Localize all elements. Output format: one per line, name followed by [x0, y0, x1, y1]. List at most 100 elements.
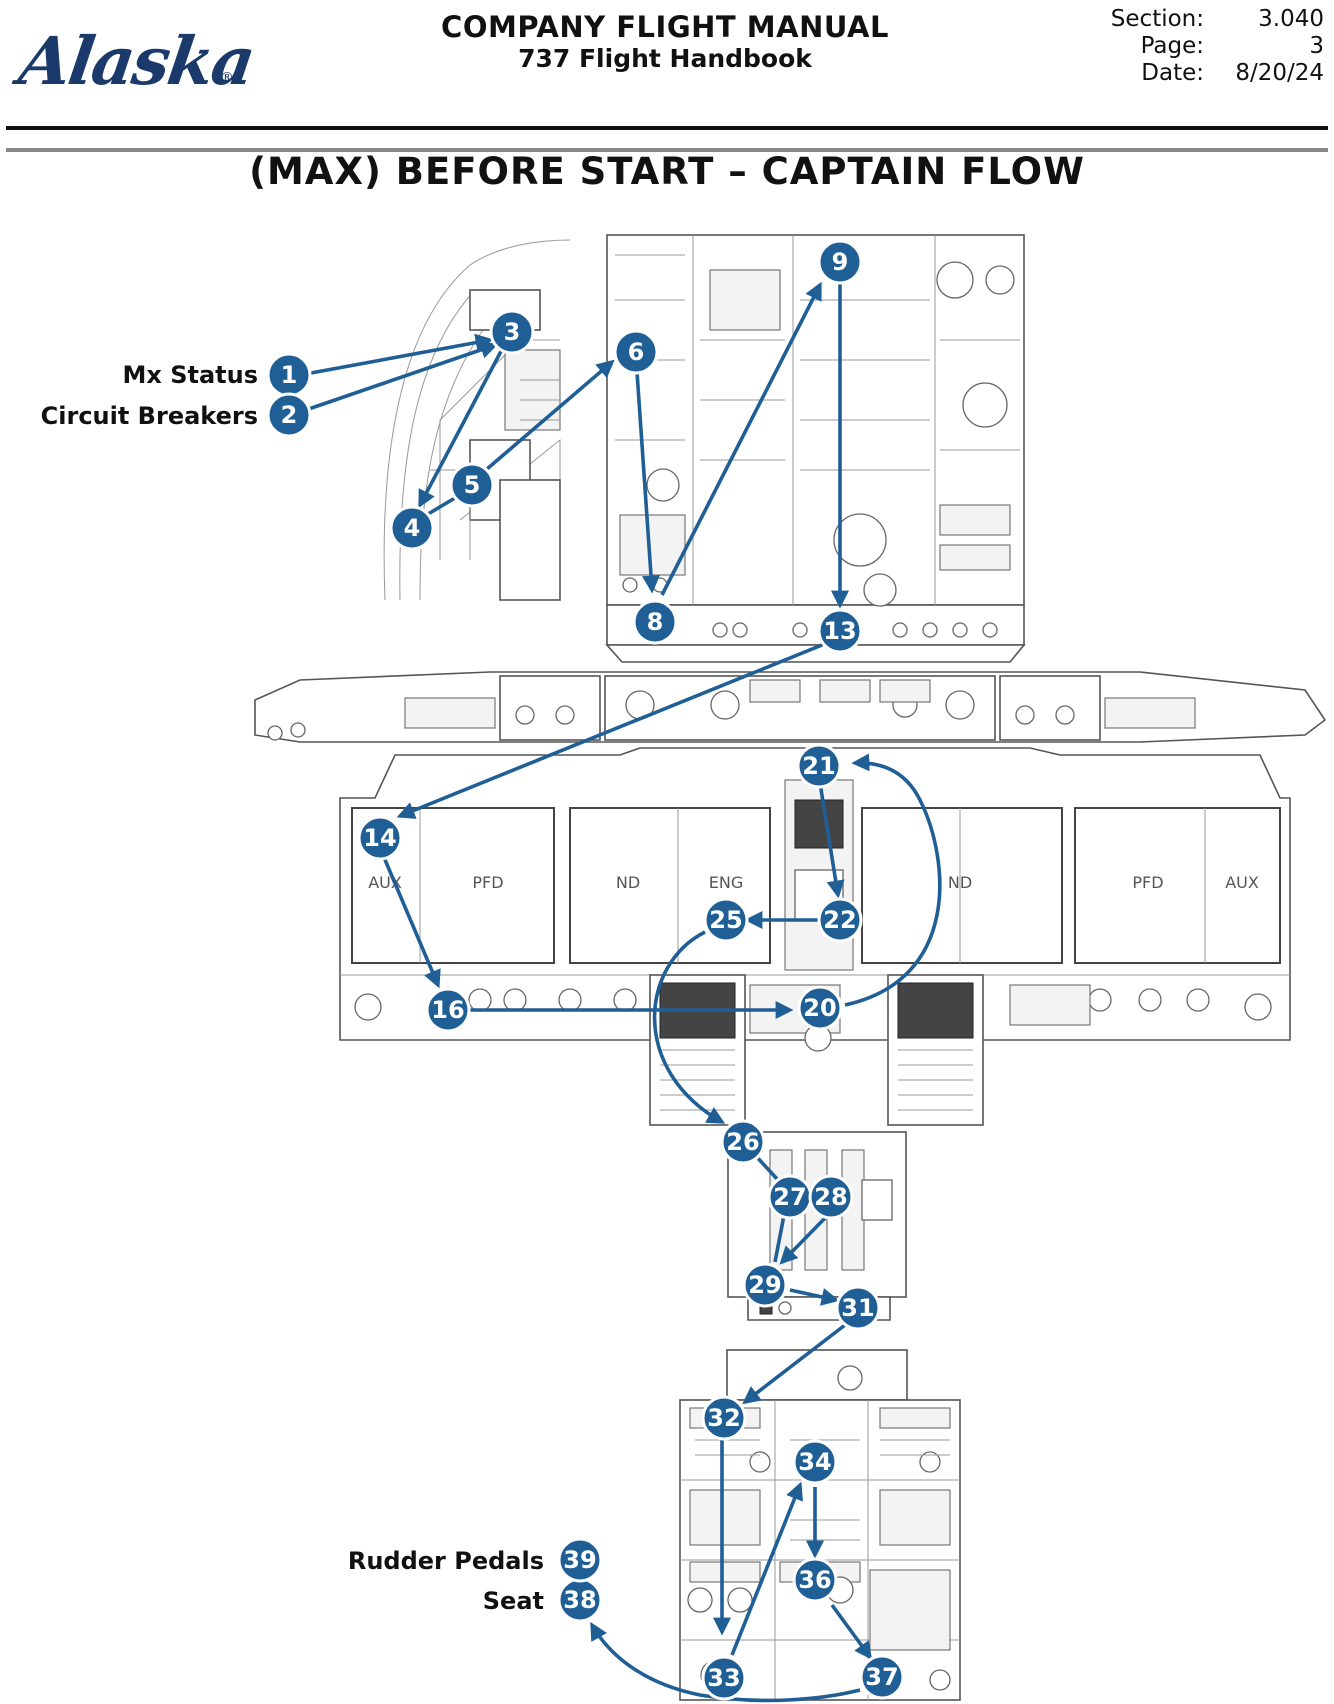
step-badge-14: 14 [357, 815, 403, 861]
svg-text:5: 5 [464, 471, 481, 499]
manual-subtitle: 737 Flight Handbook [518, 44, 812, 73]
page-label: Page: [1140, 33, 1204, 59]
cdu-illustration [649, 974, 984, 1126]
step-badge-22: 22 [817, 897, 863, 943]
svg-text:38: 38 [563, 1586, 596, 1614]
flow-36-37 [830, 1603, 873, 1660]
step-badge-21: 21 [796, 743, 842, 789]
svg-text:20: 20 [803, 994, 836, 1022]
flow-6-8 [635, 371, 660, 594]
flow-2-3 [299, 341, 499, 414]
svg-text:4: 4 [404, 514, 421, 542]
flow-13-14 [396, 643, 823, 819]
section-row: Section: 3.040 [1094, 6, 1324, 33]
rudder-pedals-label: Rudder Pedals [347, 1547, 544, 1575]
step-badge-5: 5 [449, 462, 495, 508]
step-badge-13: 13 [817, 608, 863, 654]
flow-26-27 [753, 1153, 780, 1182]
flow-5-6 [478, 359, 615, 477]
step-badge-39: 39 [557, 1537, 603, 1583]
flow-21-22 [818, 782, 845, 899]
date-row: Date: 8/20/24 [1094, 60, 1324, 87]
circuit-breakers-label: Circuit Breakers [40, 402, 258, 430]
step-badge-36: 36 [792, 1557, 838, 1603]
step-badges: 1 2 3 4 5 6 8 9 13 14 16 20 21 22 25 26 … [266, 239, 905, 1701]
seat-label: Seat [482, 1587, 544, 1615]
step-badge-28: 28 [808, 1174, 854, 1220]
flow-33-34 [730, 1481, 804, 1656]
eng-label: ENG [709, 873, 743, 892]
page-row: Page: 3 [1094, 33, 1324, 60]
date-label: Date: [1141, 60, 1204, 86]
right-nd-display [861, 807, 1063, 964]
section-label: Section: [1110, 6, 1204, 32]
svg-text:26: 26 [726, 1128, 759, 1156]
page-value: 3 [1309, 33, 1324, 59]
svg-text:13: 13 [823, 617, 856, 645]
step-badge-9: 9 [817, 239, 863, 285]
alaska-logo: Alaska ® [10, 8, 259, 100]
flow-8-9 [660, 281, 822, 596]
step-badge-32: 32 [701, 1395, 747, 1441]
nd-right-label: ND [948, 873, 972, 892]
step-badge-16: 16 [425, 987, 471, 1033]
step-badge-4: 4 [389, 505, 435, 551]
flow-20-21 [844, 753, 942, 1007]
flow-28-29 [779, 1213, 830, 1265]
glareshield-illustration [254, 671, 1327, 743]
right-pfd-aux-display [1074, 807, 1281, 964]
svg-text:31: 31 [841, 1294, 874, 1322]
step-badge-34: 34 [792, 1439, 838, 1485]
svg-text:25: 25 [709, 906, 742, 934]
mx-status-label: Mx Status [122, 361, 258, 389]
step-badge-38: 38 [557, 1577, 603, 1623]
header-rule-dark [6, 126, 1328, 130]
main-instrument-panel-illustration: AUX PFD ND ENG ND PFD AUX [339, 747, 1291, 1052]
step-badge-27: 27 [767, 1174, 813, 1220]
svg-text:39: 39 [563, 1546, 596, 1574]
svg-text:34: 34 [798, 1448, 831, 1476]
document-metadata: Section: 3.040 Page: 3 Date: 8/20/24 [1094, 6, 1324, 87]
svg-text:27: 27 [773, 1183, 806, 1211]
step-badge-20: 20 [797, 985, 843, 1031]
aux-right-label: AUX [1225, 873, 1259, 892]
page-header: Alaska ® COMPANY FLIGHT MANUAL 737 Fligh… [0, 0, 1334, 152]
pfd-right-label: PFD [1132, 873, 1163, 892]
page-title: (MAX) BEFORE START – CAPTAIN FLOW [249, 150, 1085, 193]
side-wall-illustration [383, 239, 571, 601]
svg-text:36: 36 [798, 1566, 831, 1594]
step-badge-31: 31 [835, 1285, 881, 1331]
svg-text:32: 32 [707, 1404, 740, 1432]
svg-text:21: 21 [802, 752, 835, 780]
svg-text:8: 8 [647, 608, 664, 636]
svg-text:2: 2 [281, 401, 298, 429]
svg-text:28: 28 [814, 1183, 847, 1211]
section-value: 3.040 [1258, 6, 1324, 32]
flow-27-29 [773, 1209, 787, 1263]
flow-29-31 [789, 1288, 840, 1306]
manual-title: COMPANY FLIGHT MANUAL [441, 10, 889, 44]
flow-1-3 [299, 333, 494, 377]
pfd-left-label: PFD [472, 873, 503, 892]
step-badge-2: 2 [266, 392, 312, 438]
svg-text:16: 16 [431, 996, 464, 1024]
flow-14-16 [381, 854, 441, 989]
step-badge-33: 33 [701, 1655, 747, 1701]
flow-lines [299, 275, 942, 1703]
step-badge-3: 3 [489, 309, 535, 355]
step-badge-29: 29 [742, 1262, 788, 1308]
date-value: 8/20/24 [1235, 60, 1324, 86]
flow-3-4 [418, 337, 510, 509]
svg-text:3: 3 [504, 318, 521, 346]
step-badge-1: 1 [266, 352, 312, 398]
svg-text:22: 22 [823, 906, 856, 934]
step-badge-6: 6 [613, 329, 659, 375]
overhead-panel-illustration [605, 234, 1026, 663]
step-badge-37: 37 [859, 1654, 905, 1700]
logo-registered-mark: ® [220, 70, 234, 86]
step-badge-8: 8 [632, 599, 678, 645]
nd-left-label: ND [616, 873, 640, 892]
svg-text:14: 14 [363, 824, 396, 852]
svg-text:37: 37 [865, 1663, 898, 1691]
